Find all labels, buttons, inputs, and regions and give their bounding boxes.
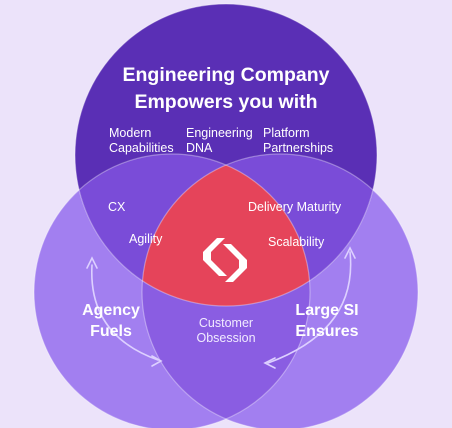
capability-engineering-line1: Engineering (186, 126, 253, 140)
customer-obsession-line1: Customer (198, 316, 254, 330)
overlap-scalability-label: Scalability (268, 235, 325, 249)
large-si-ensures-line1: Large SI (295, 302, 359, 319)
overlap-cx-label: CX (108, 200, 126, 214)
overlap-customer-obsession: Customer Obsession (186, 316, 266, 346)
customer-obsession-line2: Obsession (196, 331, 256, 345)
capability-platform-line2: Partnerships (263, 141, 334, 155)
capability-engineering-line2: DNA (186, 141, 213, 155)
capability-platform: Platform Partnerships (263, 126, 333, 156)
agency-fuels-line1: Agency (82, 302, 140, 319)
capability-modern: Modern Capabilities (109, 126, 174, 156)
center-overlap (142, 154, 310, 306)
large-si-ensures-line2: Ensures (295, 323, 359, 340)
agency-fuels-label: Agency Fuels (66, 300, 156, 342)
brand-logo-icon (203, 238, 247, 282)
right-cycle-arrow-icon (263, 246, 356, 369)
agency-fuels-line2: Fuels (90, 323, 132, 340)
top-title-line1: Engineering Company (122, 64, 330, 86)
left-cycle-arrow-icon (86, 256, 163, 367)
capability-platform-line1: Platform (263, 126, 310, 140)
overlap-delivery-maturity-label: Delivery Maturity (248, 200, 342, 214)
overlap-agility-label: Agility (129, 232, 163, 246)
large-si-ensures-label: Large SI Ensures (282, 300, 372, 342)
capability-engineering: Engineering DNA (186, 126, 253, 156)
top-title-line2: Empowers you with (134, 91, 318, 113)
capability-modern-line1: Modern (109, 126, 152, 140)
capability-modern-line2: Capabilities (109, 141, 174, 155)
